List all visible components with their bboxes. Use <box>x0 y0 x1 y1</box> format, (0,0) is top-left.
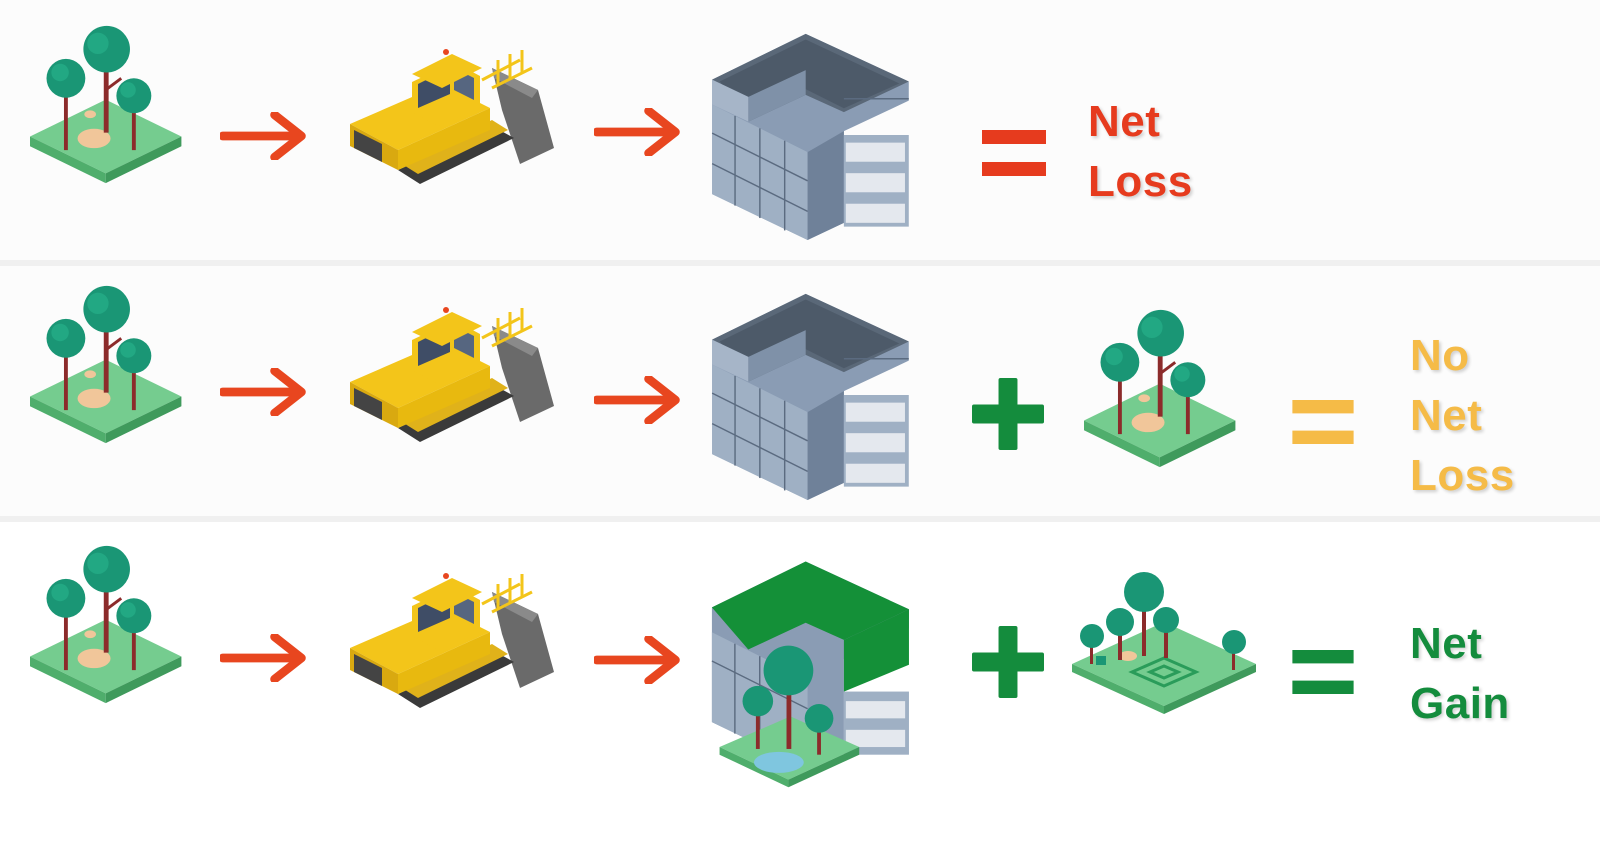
right-arrow-icon <box>220 112 308 160</box>
plus-icon <box>972 378 1044 450</box>
plus-icon <box>972 626 1044 698</box>
outcome-line: Gain <box>1410 679 1510 728</box>
habitat-icon <box>30 542 195 707</box>
park-icon <box>1072 568 1262 718</box>
green-building-icon <box>710 552 930 812</box>
office-building-icon <box>710 30 930 240</box>
outcome-line: Net <box>1410 391 1483 440</box>
habitat-icon <box>30 282 195 447</box>
outcome-line: Net <box>1410 619 1483 668</box>
outcome-label-no-net-loss: No Net Loss <box>1410 326 1515 506</box>
row-net-loss: Net Loss <box>0 0 1600 260</box>
row-divider <box>0 260 1600 266</box>
habitat-icon <box>30 22 195 187</box>
right-arrow-icon <box>594 376 682 424</box>
bulldozer-icon <box>342 38 562 188</box>
outcome-line: Loss <box>1088 157 1193 206</box>
row-net-gain: Net Gain <box>0 522 1600 843</box>
equals-icon <box>982 130 1046 176</box>
right-arrow-icon <box>594 636 682 684</box>
outcome-line: No <box>1410 331 1470 380</box>
outcome-line: Loss <box>1410 451 1515 500</box>
row-divider <box>0 516 1600 522</box>
habitat-icon <box>1084 306 1249 471</box>
right-arrow-icon <box>220 368 308 416</box>
outcome-line: Net <box>1088 97 1161 146</box>
outcome-label-net-gain: Net Gain <box>1410 614 1510 734</box>
equals-icon <box>1292 400 1354 444</box>
outcome-label-net-loss: Net Loss <box>1088 92 1193 212</box>
right-arrow-icon <box>220 634 308 682</box>
office-building-icon <box>710 290 930 500</box>
equals-icon <box>1292 650 1354 694</box>
bulldozer-icon <box>342 296 562 446</box>
row-no-net-loss: No Net Loss <box>0 266 1600 516</box>
right-arrow-icon <box>594 108 682 156</box>
bulldozer-icon <box>342 562 562 712</box>
